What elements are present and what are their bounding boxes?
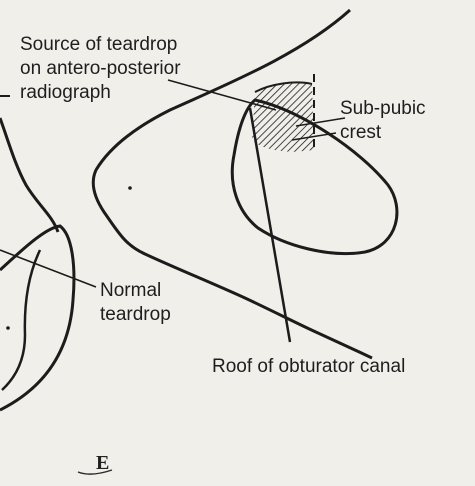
inner-teardrop-outline: [2, 250, 40, 390]
teardrop-source-label-line3: radiograph: [20, 82, 111, 104]
normal-teardrop-label-line2: teardrop: [100, 304, 171, 326]
teardrop-source-label-line1: Source of teardrop: [20, 34, 177, 56]
left-bone-outline: [0, 118, 58, 232]
normal-teardrop-leader: [0, 250, 96, 287]
obturator-roof-label: Roof of obturator canal: [212, 356, 405, 378]
dot-mark-1: [128, 186, 132, 190]
subpubic-label-line2: crest: [340, 122, 381, 144]
dot-mark-2: [6, 326, 10, 330]
subpubic-label-line1: Sub-pubic: [340, 98, 426, 120]
teardrop-source-label-line2: on antero-posterior: [20, 58, 181, 80]
panel-letter: E: [96, 452, 109, 475]
normal-teardrop-label-line1: Normal: [100, 280, 161, 302]
